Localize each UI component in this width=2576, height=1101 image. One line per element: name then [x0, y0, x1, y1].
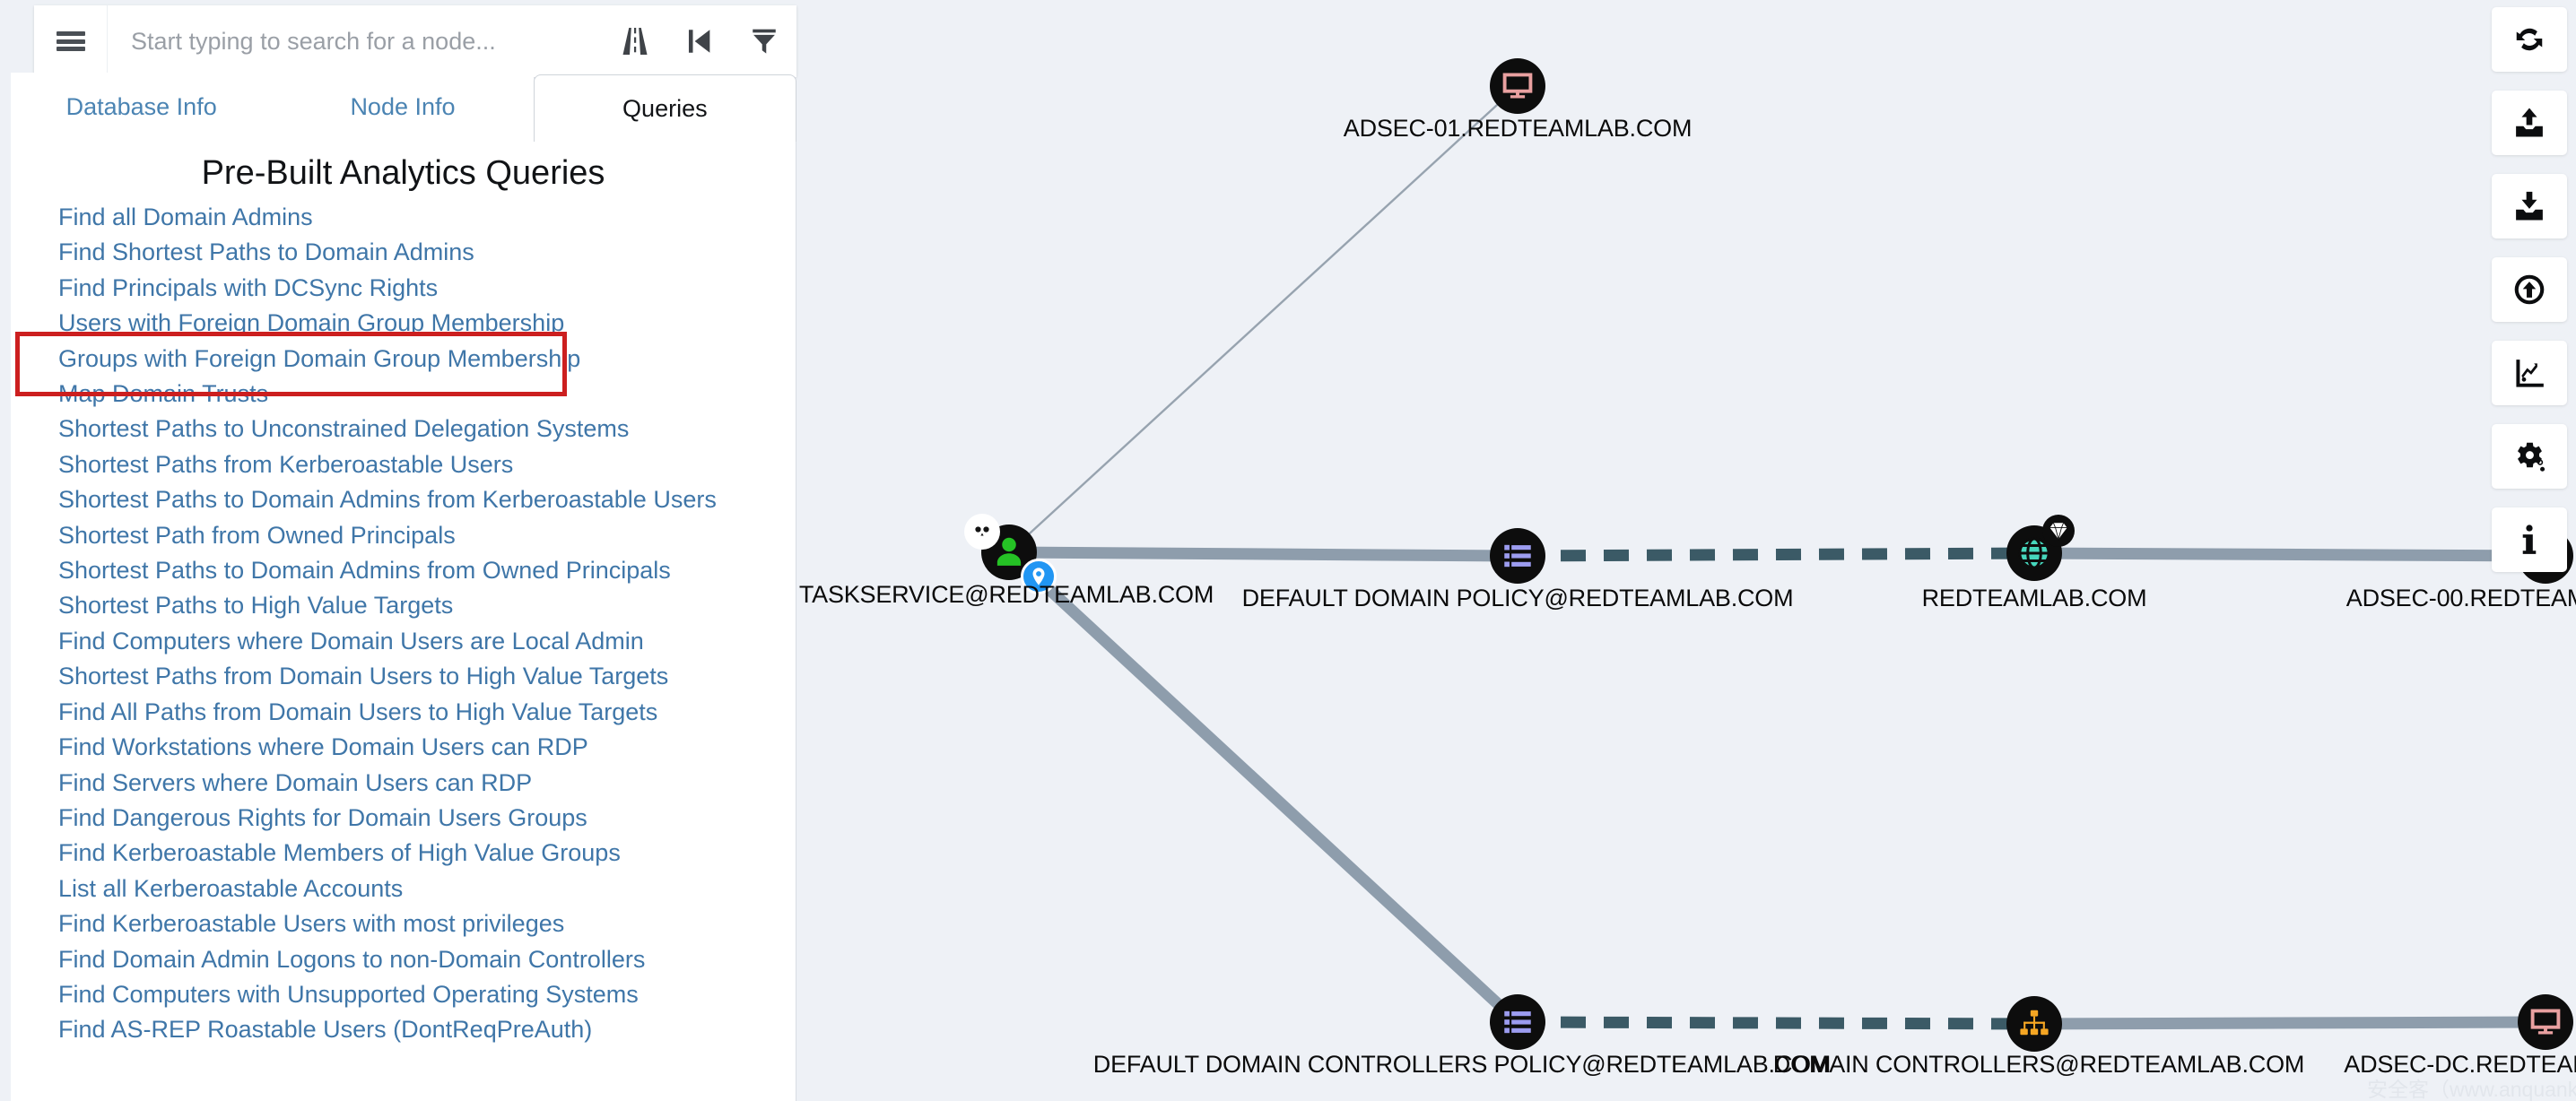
query-item[interactable]: Find AS-REP Roastable Users (DontReqPreA… [58, 1016, 593, 1044]
pathfinding-road-icon[interactable] [603, 5, 667, 77]
query-item[interactable]: Shortest Paths to High Value Targets [58, 592, 454, 620]
gpo-icon [1502, 1007, 1533, 1037]
hamburger-menu-icon[interactable] [34, 5, 108, 77]
graph-edge[interactable] [1005, 548, 1522, 1027]
graph-node-domain[interactable] [2006, 515, 2075, 581]
query-item[interactable]: Find Computers with Unsupported Operatin… [58, 980, 639, 1008]
computer-icon [2529, 1006, 2562, 1038]
query-item[interactable]: Find Computers where Domain Users are Lo… [58, 627, 644, 655]
query-item[interactable]: Groups with Foreign Domain Group Members… [58, 344, 581, 372]
domain-icon [2017, 536, 2051, 570]
pin-badge [1021, 559, 1057, 594]
query-item[interactable]: Find Servers where Domain Users can RDP [58, 768, 533, 796]
about-button[interactable] [2492, 507, 2567, 572]
upload-button[interactable] [2492, 91, 2567, 155]
download-icon [2516, 191, 2543, 221]
query-item[interactable]: Users with Foreign Domain Group Membersh… [58, 309, 565, 337]
search-bar [34, 5, 796, 77]
query-item[interactable]: Map Domain Trusts [58, 380, 269, 408]
gears-icon [2518, 442, 2546, 472]
group-icon [2018, 1008, 2050, 1040]
graph-node-label: REDTEAMLAB.COM [1921, 585, 2147, 611]
right-toolbar [2492, 7, 2567, 572]
search-input[interactable] [108, 27, 603, 56]
page-title: Pre-Built Analytics Queries [201, 154, 605, 192]
query-item[interactable]: Find Domain Admin Logons to non-Domain C… [58, 945, 646, 973]
graph-edge[interactable] [1008, 546, 1519, 562]
computer-icon [1501, 70, 1534, 102]
tab-label: Node Info [350, 93, 456, 120]
left-panel: Database Info Node Info Queries Pre-Built … [0, 0, 796, 1101]
download-button[interactable] [2492, 174, 2567, 238]
graph-edge[interactable] [2033, 1016, 2546, 1030]
skull-badge [964, 514, 1000, 550]
filter-funnel-icon[interactable] [732, 5, 796, 77]
query-item[interactable]: Find Shortest Paths to Domain Admins [58, 238, 474, 266]
query-item[interactable]: Find All Paths from Domain Users to High… [58, 698, 658, 725]
query-item[interactable]: Find Kerberoastable Members of High Valu… [58, 839, 621, 867]
location-pin-badge-icon [1032, 568, 1045, 585]
upload-icon [2516, 108, 2543, 137]
query-item[interactable]: Find all Domain Admins [58, 204, 313, 230]
tab-database-info[interactable]: Database Info [11, 73, 273, 143]
panel-tabs: Database Info Node Info Queries [11, 73, 796, 143]
query-item[interactable]: Find Principals with DCSync Rights [58, 273, 439, 301]
query-item[interactable]: Shortest Paths to Domain Admins from Own… [58, 557, 671, 585]
tab-label: Queries [622, 94, 708, 122]
graph-node-gpo[interactable] [1490, 994, 1545, 1050]
graph-node-group[interactable] [2006, 996, 2062, 1052]
chart-line-icon [2516, 360, 2544, 387]
graph-edge[interactable] [2033, 547, 2546, 562]
skull-badge-icon [971, 519, 993, 541]
upload-data-button[interactable] [2492, 257, 2567, 322]
graph-edge[interactable] [1517, 1016, 2035, 1030]
analysis-button[interactable] [2492, 341, 2567, 405]
settings-button[interactable] [2492, 424, 2567, 489]
graph-node-computer[interactable] [2518, 994, 2573, 1050]
query-item[interactable]: Shortest Paths to Unconstrained Delegati… [58, 415, 630, 443]
query-item[interactable]: List all Kerberoastable Accounts [58, 874, 404, 902]
high-value-gem-badge-icon [2049, 523, 2067, 541]
refresh-icon [2516, 28, 2543, 51]
query-item[interactable]: Shortest Paths from Kerberoastable Users [58, 450, 514, 478]
graph-node-gpo[interactable] [1490, 528, 1545, 584]
graph-node-user[interactable] [964, 514, 1057, 594]
graph-node-label: ADSEC-01.REDTEAMLAB.COM [1343, 115, 1693, 142]
user-icon [992, 535, 1026, 569]
graph-node-label: DOMAIN CONTROLLERS@REDTEAMLAB.COM [1772, 1051, 2305, 1078]
graph-edge[interactable] [1008, 85, 1519, 553]
watermark: 安全客（www.anquanke.com） [2367, 1078, 2576, 1101]
query-item[interactable]: Shortest Paths to Domain Admins from Ker… [58, 486, 717, 514]
refresh-button[interactable] [2492, 7, 2567, 72]
graph-node-label: DEFAULT DOMAIN CONTROLLERS POLICY@REDTEA… [1092, 1051, 1832, 1078]
graph-node-label: ADSEC-00.REDTEAMLAB.COM [2345, 585, 2576, 611]
tab-label: Database Info [65, 93, 217, 120]
query-item[interactable]: Find Dangerous Rights for Domain Users G… [58, 803, 587, 831]
info-icon [2522, 524, 2537, 554]
query-item[interactable]: Find Workstations where Domain Users can… [58, 733, 588, 761]
query-item[interactable]: Shortest Paths from Domain Users to High… [58, 663, 669, 690]
arrow-up-circle-icon [2514, 274, 2545, 305]
tab-node-info[interactable]: Node Info [272, 73, 534, 143]
query-item[interactable]: Shortest Path from Owned Principals [58, 521, 456, 549]
graph-node-label: TASKSERVICE@REDTEAMLAB.COM [798, 581, 1214, 608]
graph-edge[interactable] [1517, 547, 2035, 562]
gem-badge [2042, 515, 2075, 547]
tab-queries[interactable]: Queries [533, 74, 796, 143]
queries-panel: Pre-Built Analytics Queries Find all Dom… [11, 142, 796, 1101]
graph-node-label: DEFAULT DOMAIN POLICY@REDTEAMLAB.COM [1241, 585, 1794, 611]
graph-node-label: ADSEC-DC.REDTEAMLAB.COM [2344, 1051, 2576, 1078]
graph-node-computer[interactable] [1490, 58, 1545, 114]
skip-back-icon[interactable] [667, 5, 732, 77]
query-item[interactable]: Find Kerberoastable Users with most priv… [58, 910, 565, 938]
gpo-icon [1502, 541, 1533, 571]
